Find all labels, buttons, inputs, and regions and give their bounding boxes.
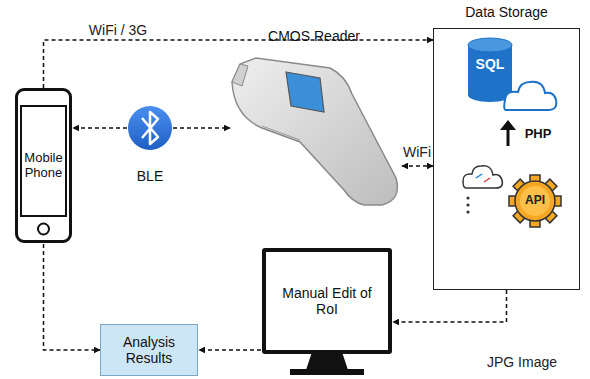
sql-label: SQL: [468, 57, 512, 72]
bluetooth-icon: [128, 106, 172, 150]
edge-label: WiFi: [401, 144, 433, 160]
gear-body: [515, 181, 555, 221]
cmos-reader: CMOS Reader: [226, 34, 402, 208]
cloud-arrow: [476, 174, 482, 178]
cloud-icon: [504, 82, 556, 110]
dashed-connector: [199, 349, 261, 351]
edge-label: WiFi / 3G: [87, 22, 149, 38]
monitor-neck: [306, 352, 348, 370]
api-gear: [509, 175, 561, 227]
node-text: Analysis Results: [105, 334, 193, 366]
data-storage: Data Storage: [433, 28, 580, 290]
database-top: [468, 38, 512, 52]
dashed-connector: [73, 127, 127, 129]
api-label: API: [518, 194, 552, 207]
upload-arrow: [507, 128, 510, 146]
reader-body: [232, 58, 397, 205]
php-label: PHP: [518, 127, 558, 141]
dashed-connector: [393, 290, 507, 322]
cloud-icon-small: [463, 166, 502, 188]
bluetooth-rune: [142, 112, 158, 144]
bluetooth-node: BLE: [118, 104, 182, 184]
node-text: Manual Edit of RoI: [272, 285, 382, 317]
reader-nose: [232, 64, 248, 86]
dashed-connector: [44, 244, 101, 350]
reader-seam: [262, 126, 300, 140]
node-text: CMOS Reader: [268, 28, 360, 44]
node-text: Data Storage: [434, 4, 579, 20]
dot: [466, 210, 469, 213]
dot: [466, 203, 469, 206]
node-text: Mobile Phone: [21, 151, 66, 181]
monitor: Manual Edit of RoI: [262, 248, 392, 354]
upload-arrowhead: [500, 120, 516, 130]
node-text: BLE: [137, 168, 163, 184]
home-button: [38, 224, 49, 235]
mobile-phone: Mobile Phone: [15, 88, 72, 243]
dashed-connector: [402, 165, 433, 167]
monitor-base: [290, 369, 364, 375]
dashed-connector: [173, 127, 230, 129]
dashed-connector: [44, 40, 434, 88]
reader-screen: [286, 72, 324, 112]
dot: [466, 196, 469, 199]
analysis-box: Analysis Results: [100, 324, 198, 376]
cloud-arrow: [484, 178, 490, 182]
phone-screen: [21, 106, 66, 216]
edge-label: JPG Image: [485, 354, 559, 370]
